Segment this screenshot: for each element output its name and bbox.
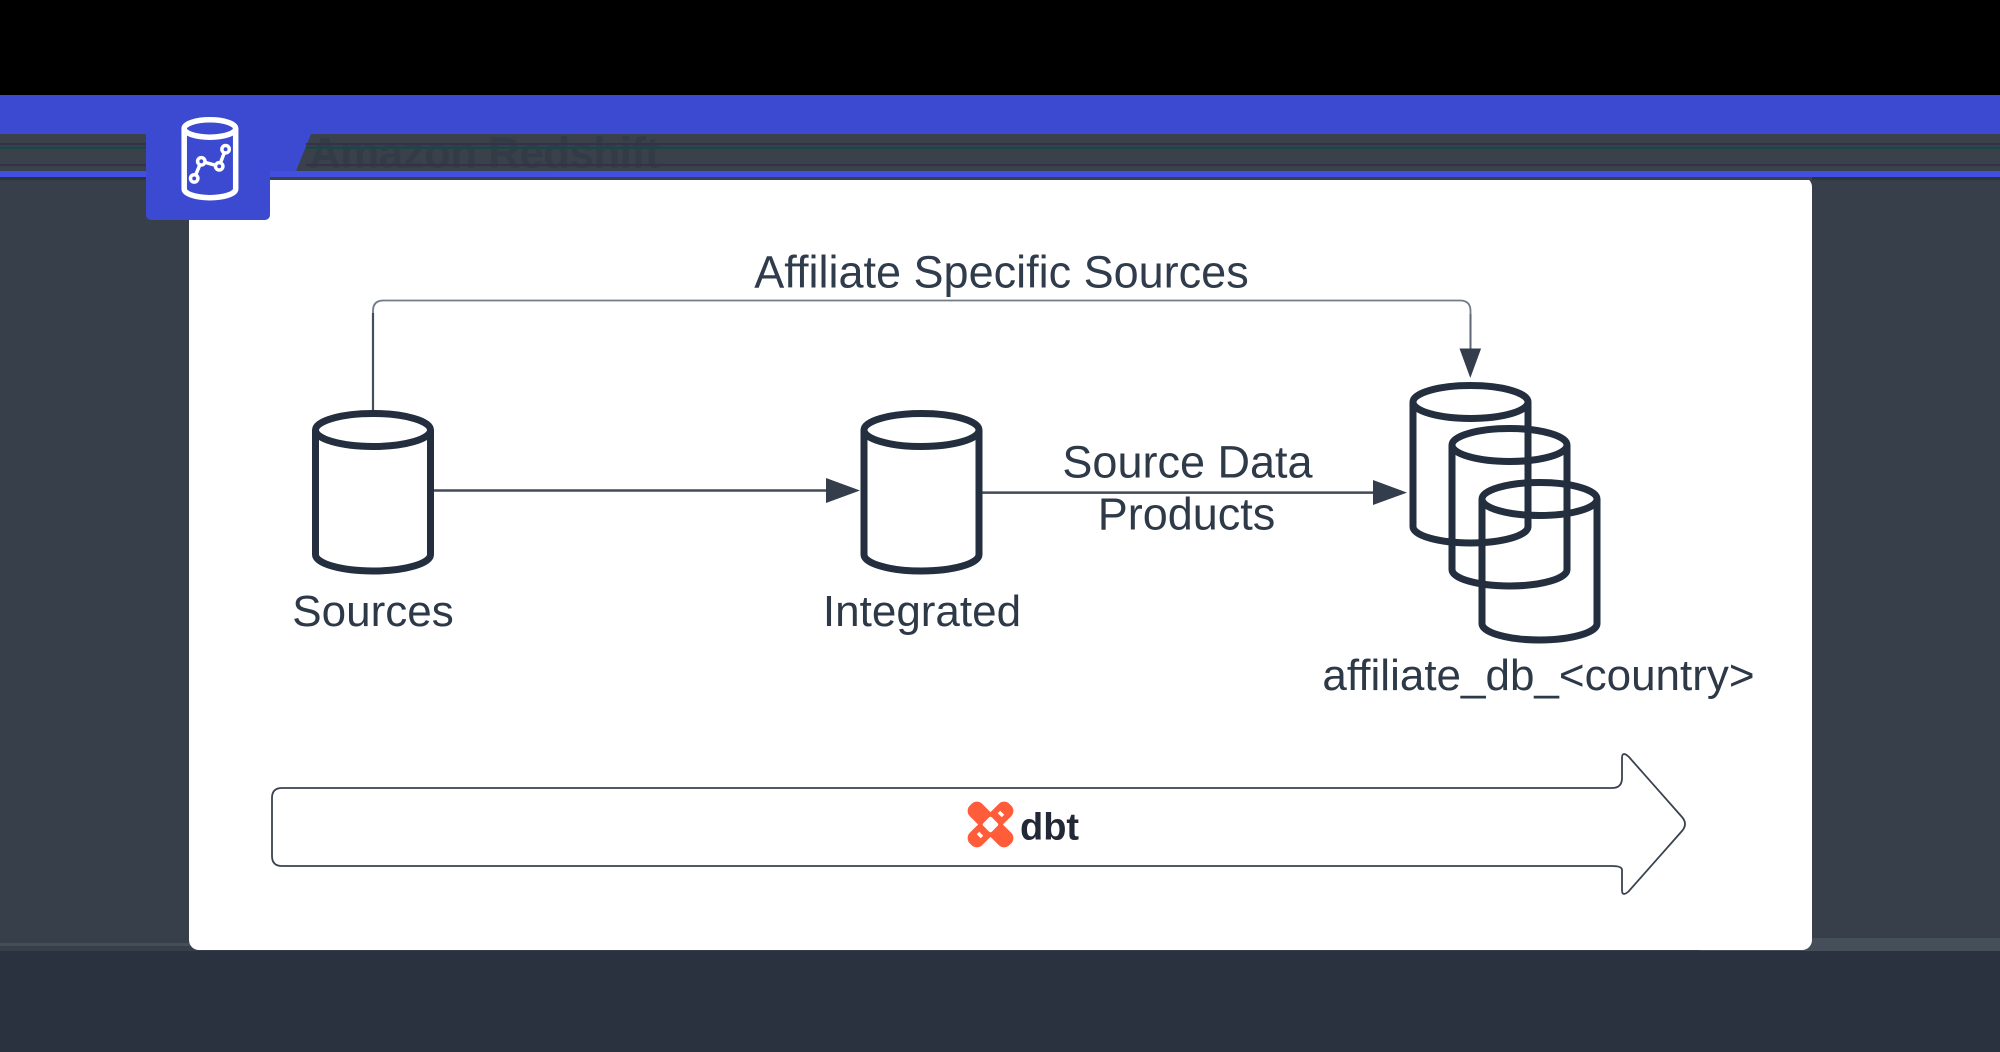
svg-text:Affiliate Specific Sources: Affiliate Specific Sources	[754, 247, 1248, 298]
svg-text:Integrated: Integrated	[823, 587, 1021, 636]
svg-text:Sources: Sources	[292, 587, 453, 636]
svg-text:Source Data: Source Data	[1062, 437, 1313, 488]
svg-text:Amazon Redshift: Amazon Redshift	[309, 129, 660, 178]
svg-text:Products: Products	[1098, 489, 1276, 540]
svg-text:affiliate_db_<country>: affiliate_db_<country>	[1322, 651, 1754, 700]
svg-text:dbt: dbt	[1020, 807, 1079, 849]
